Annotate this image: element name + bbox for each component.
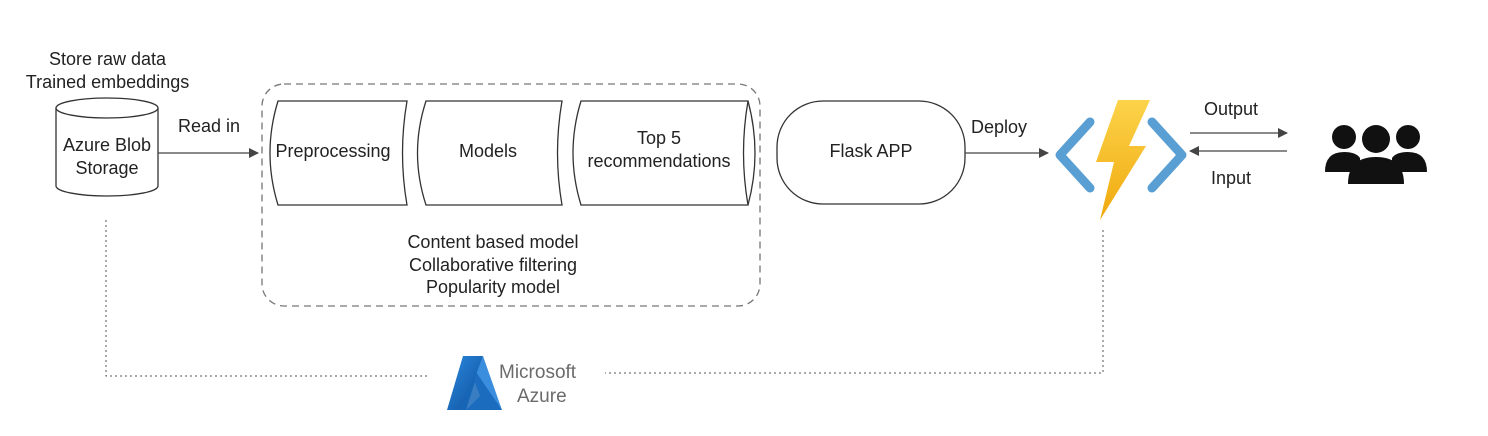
deploy-label: Deploy — [971, 117, 1028, 137]
storage-to-azure-connector — [105, 220, 430, 377]
blob-storage-cylinder — [55, 97, 159, 197]
stage-models-label: Models — [458, 141, 518, 161]
storage-label-line2: Storage — [75, 158, 139, 178]
azure-brand-line1: Microsoft — [499, 362, 577, 383]
flask-app-label: Flask APP — [829, 141, 913, 161]
storage-caption-line1: Store raw data — [48, 49, 167, 69]
storage-caption-line2: Trained embeddings — [25, 72, 190, 92]
users-group-icon — [1325, 125, 1427, 184]
models-group-frame — [261, 83, 761, 307]
functions-to-azure-connector — [605, 230, 1104, 374]
azure-logo-icon — [447, 356, 502, 410]
models-list-line3: Popularity model — [425, 277, 561, 297]
models-list-line1: Content based model — [407, 232, 579, 252]
input-label: Input — [1211, 168, 1252, 188]
storage-label-line1: Azure Blob — [62, 135, 152, 155]
azure-brand-line2: Azure — [517, 386, 567, 407]
stage-top5-shape — [572, 100, 756, 206]
stage-top5-label-line2: recommendations — [587, 151, 731, 171]
stage-models-shape — [416, 100, 563, 206]
stage-preprocessing-shape — [269, 100, 408, 206]
read-in-label: Read in — [178, 116, 241, 136]
stage-top5-label-line1: Top 5 — [636, 128, 682, 148]
models-list-line2: Collaborative filtering — [408, 255, 578, 275]
output-label: Output — [1204, 99, 1259, 119]
azure-functions-icon — [1055, 100, 1187, 220]
stage-preprocessing-label: Preprocessing — [275, 141, 391, 161]
